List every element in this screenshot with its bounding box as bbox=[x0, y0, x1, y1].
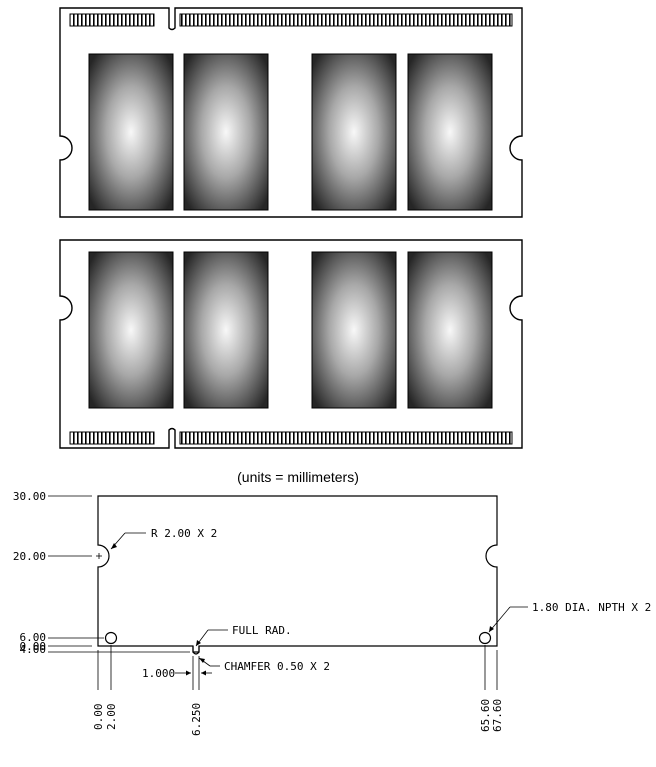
board-outline bbox=[97, 495, 498, 653]
callout-chamfer: CHAMFER 0.50 X 2 bbox=[224, 660, 330, 673]
dimension-outline bbox=[97, 495, 498, 655]
center-mark bbox=[96, 553, 102, 559]
contact-pins-right bbox=[179, 13, 513, 27]
dim-label-20: 20.00 bbox=[13, 550, 46, 563]
y-dimension-labels: 30.00 20.00 6.00 4.00 0.00 bbox=[13, 490, 46, 656]
dim-label-x6: 6.250 bbox=[190, 703, 203, 736]
contact-pins-right bbox=[179, 431, 513, 445]
module-top-chips bbox=[88, 53, 493, 211]
dim-label-x65: 65.60 bbox=[479, 699, 492, 732]
callout-full-rad: FULL RAD. bbox=[232, 624, 292, 637]
memory-chip bbox=[311, 251, 397, 409]
extension-lines bbox=[48, 495, 528, 690]
module-top-outline bbox=[59, 7, 523, 218]
dim-label-30: 30.00 bbox=[13, 490, 46, 503]
dim-label-4: 4.00 bbox=[20, 643, 47, 656]
module-bottom-outline bbox=[59, 239, 523, 449]
memory-chip bbox=[311, 53, 397, 211]
dim-label-x0: 0.00 bbox=[92, 704, 105, 731]
module-bottom bbox=[59, 239, 523, 449]
memory-chip bbox=[88, 251, 174, 409]
dim-label-6: 6.00 bbox=[20, 631, 47, 644]
contact-pins-left bbox=[69, 13, 155, 27]
arrowheads bbox=[111, 543, 494, 676]
callout-radius: R 2.00 X 2 bbox=[151, 527, 217, 540]
dim-label-x67: 67.60 bbox=[491, 699, 504, 732]
memory-chip bbox=[183, 53, 269, 211]
memory-chip bbox=[407, 251, 493, 409]
callout-chamfer-width: 1.000 bbox=[142, 667, 175, 680]
npth-hole-right bbox=[478, 631, 492, 645]
x-dimension-labels: 0.00 2.00 6.250 65.60 67.60 bbox=[92, 699, 504, 736]
npth-hole-left bbox=[104, 631, 118, 645]
module-bottom-chips bbox=[88, 251, 493, 409]
module-top bbox=[59, 7, 523, 218]
units-caption: (units = millimeters) bbox=[237, 469, 359, 485]
contact-pins-left bbox=[69, 431, 155, 445]
memory-chip bbox=[183, 251, 269, 409]
dim-label-0: 0.00 bbox=[20, 640, 47, 653]
callout-npth: 1.80 DIA. NPTH X 2 bbox=[532, 601, 651, 614]
memory-chip bbox=[407, 53, 493, 211]
dim-label-x2: 2.00 bbox=[105, 704, 118, 731]
notch-full-radius bbox=[192, 646, 200, 655]
memory-chip bbox=[88, 53, 174, 211]
callouts: R 2.00 X 2 FULL RAD. 1.80 DIA. NPTH X 2 … bbox=[142, 527, 651, 680]
